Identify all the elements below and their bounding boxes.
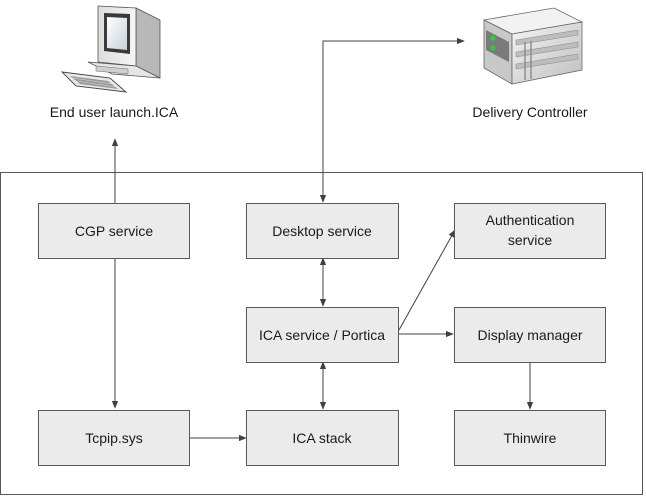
edge-ica-service-to-authentication [398, 229, 456, 331]
thinwire-box: Thinwire [454, 410, 606, 466]
display-manager-label: Display manager [477, 327, 582, 343]
tcpip-sys-box: Tcpip.sys [38, 410, 190, 466]
delivery-controller-label: Delivery Controller [472, 104, 587, 120]
tcpip-sys-label: Tcpip.sys [85, 430, 143, 446]
ica-service-portica-label: ICA service / Portica [259, 327, 385, 343]
server-icon [482, 7, 584, 85]
authentication-service-label-line1: Authentication [486, 212, 575, 228]
desktop-service-label: Desktop service [272, 223, 372, 239]
authentication-service-label-line2: service [508, 232, 553, 248]
desktop-service-box: Desktop service [246, 203, 399, 259]
edge-desktop-service-to-delivery-controller [319, 37, 465, 203]
cgp-service-box: CGP service [38, 203, 190, 259]
desktop-computer-icon [60, 5, 161, 93]
ica-stack-label: ICA stack [292, 430, 352, 446]
end-user-label: End user launch.ICA [50, 104, 179, 120]
cgp-service-label: CGP service [75, 223, 154, 239]
display-manager-box: Display manager [454, 307, 606, 363]
ica-service-portica-box: ICA service / Portica [246, 307, 399, 363]
authentication-service-box: Authentication service [454, 203, 606, 259]
thinwire-label: Thinwire [504, 430, 557, 446]
ica-stack-box: ICA stack [246, 410, 399, 466]
